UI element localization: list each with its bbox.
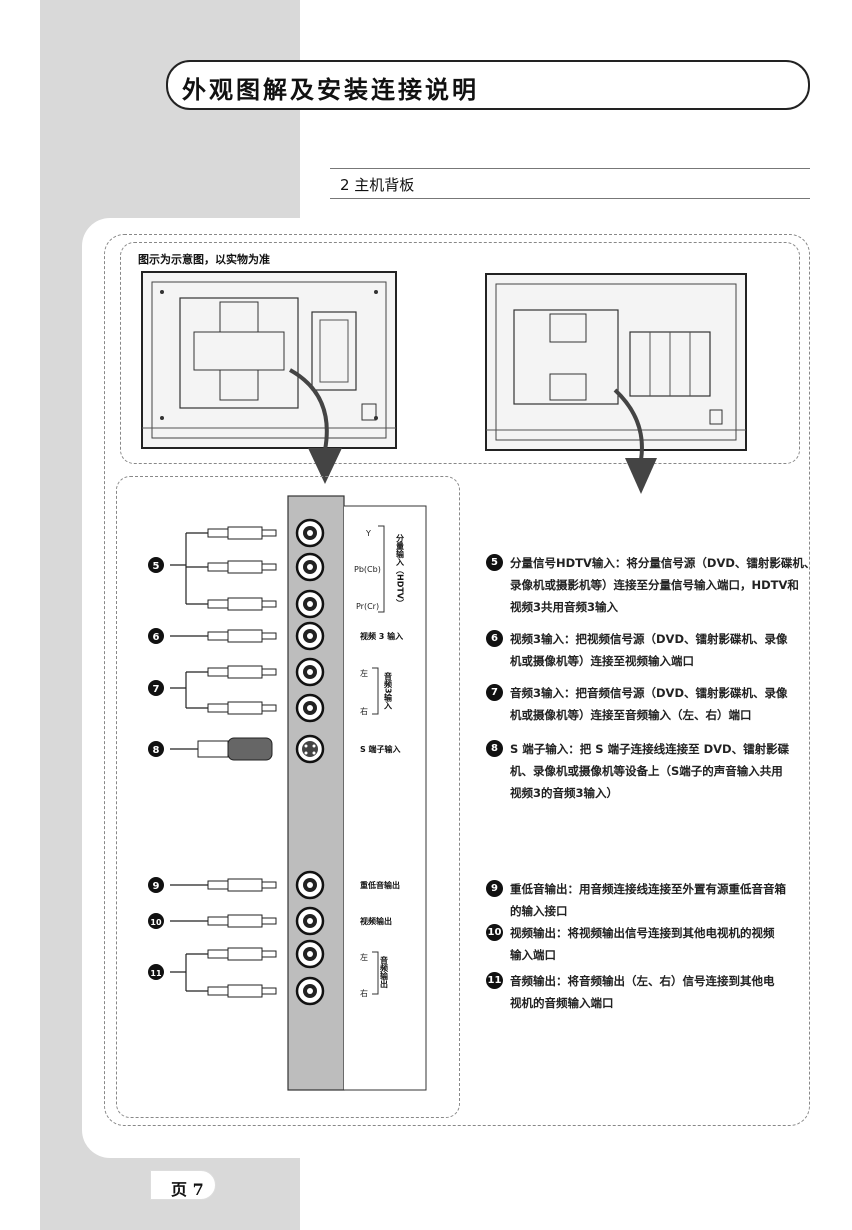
callout-8: 8 xyxy=(148,741,164,757)
label-video3: 视频 3 输入 xyxy=(360,631,403,641)
callout-7: 7 xyxy=(148,680,164,696)
jack-s-video xyxy=(295,734,325,764)
svg-text:10: 10 xyxy=(150,918,162,927)
label-subwoofer-out: 重低音输出 xyxy=(360,880,400,890)
jack-video3 xyxy=(295,621,325,651)
jack-pr xyxy=(295,589,325,619)
callout-number: 6 xyxy=(486,630,503,647)
section-rule-top xyxy=(330,168,810,169)
callout-6: 6 xyxy=(148,628,164,644)
outer-frame xyxy=(104,234,810,1126)
tv-back-illustration-right xyxy=(485,273,747,451)
page-number-tab: 页 7 xyxy=(150,1170,216,1200)
label-pr: Pr(Cr) xyxy=(356,602,379,611)
callout-number: 7 xyxy=(486,684,503,701)
label-y: Y xyxy=(365,529,371,538)
label-audio3: 音频3输入 xyxy=(383,671,393,711)
desc-s-video-input: 8 S 端子输入：把 S 端子连接线连接至 DVD、镭射影碟 机、录像机或摄像机… xyxy=(486,738,789,804)
desc-audio3-input: 7 音频3输入：把音频信号源（DVD、镭射影碟机、录像 机或摄像机等）连接至音频… xyxy=(486,682,788,726)
callout-5: 5 xyxy=(148,557,164,573)
desc-component-input: 5 分量信号HDTV输入：将分量信号源（DVD、镭射影碟机、 录像机或摄影机等）… xyxy=(486,552,815,618)
label-audio3-left: 左 xyxy=(360,668,368,678)
svg-text:9: 9 xyxy=(153,881,160,892)
page-number: 页 7 xyxy=(171,1180,204,1199)
callout-10: 10 xyxy=(148,913,164,929)
svg-text:7: 7 xyxy=(153,684,160,695)
section-title: 2 主机背板 xyxy=(340,176,415,194)
section-rule-bottom xyxy=(330,198,810,199)
desc-video3-input: 6 视频3输入：把视频信号源（DVD、镭射影碟机、录像 机或摄像机等）连接至视频… xyxy=(486,628,788,672)
desc-audio-output: 11 音频输出：将音频输出（左、右）信号连接到其他电 视机的音频输入端口 xyxy=(486,972,775,1010)
jack-audio3-left xyxy=(295,657,325,687)
arrow-down-icon xyxy=(289,368,342,484)
tv-images-frame xyxy=(120,242,800,464)
svg-text:5: 5 xyxy=(153,561,160,572)
label-audio-out-left: 左 xyxy=(360,952,368,962)
label-video-out: 视频输出 xyxy=(360,916,392,926)
label-audio-out: 音频输出 xyxy=(379,955,389,989)
jack-audio-out-left xyxy=(295,939,325,969)
callout-number: 11 xyxy=(486,972,503,989)
label-audio3-right: 右 xyxy=(360,706,368,716)
jack-pb xyxy=(295,552,325,582)
callout-number: 8 xyxy=(486,740,503,757)
jack-y xyxy=(295,518,325,548)
connector-panel-diagram: 5 6 7 8 9 10 11 Y Pb(Cb) Pr(Cr) 分量输入（HDT… xyxy=(148,495,427,1091)
callout-number: 5 xyxy=(486,554,503,571)
header-title-box: 外观图解及安装连接说明 xyxy=(166,60,810,110)
label-audio-out-right: 右 xyxy=(360,988,368,998)
callout-11: 11 xyxy=(148,964,164,980)
callout-number: 10 xyxy=(486,924,503,941)
jack-audio3-right xyxy=(295,693,325,723)
svg-text:8: 8 xyxy=(153,745,160,756)
svg-text:11: 11 xyxy=(150,969,162,978)
svg-text:6: 6 xyxy=(153,632,160,643)
desc-subwoofer-output: 9 重低音输出：用音频连接线连接至外置有源重低音音箱 的输入接口 xyxy=(486,878,786,922)
callout-9: 9 xyxy=(148,877,164,893)
jack-audio-out-right xyxy=(295,976,325,1006)
connector-panel-frame xyxy=(116,476,460,1118)
jack-video-out xyxy=(295,906,325,936)
callout-number: 9 xyxy=(486,880,503,897)
label-component: 分量输入（HDTV） xyxy=(395,533,405,607)
tv-back-illustration-left xyxy=(141,271,397,449)
label-s-input: S 端子输入 xyxy=(360,744,401,754)
jack-subwoofer-out xyxy=(295,870,325,900)
page-title: 外观图解及安装连接说明 xyxy=(182,75,479,104)
arrow-down-icon xyxy=(613,388,657,494)
disclaimer-note: 图示为示意图，以实物为准 xyxy=(138,253,270,266)
label-pb: Pb(Cb) xyxy=(354,565,381,574)
desc-video-output: 10 视频输出：将视频输出信号连接到其他电视机的视频 输入端口 xyxy=(486,924,775,962)
